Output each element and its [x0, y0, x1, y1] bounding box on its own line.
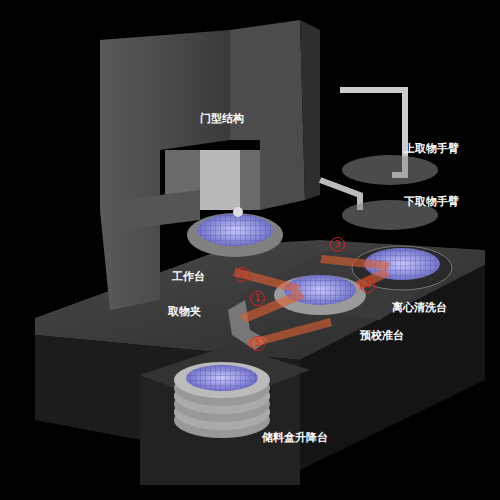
part-label: 储料盒升降台 — [262, 431, 328, 444]
part-label: 上取物手臂 — [404, 142, 459, 155]
gantry-light — [200, 150, 240, 210]
part-label: 取物夹 — [168, 305, 201, 318]
prealign-table — [274, 275, 366, 315]
part-label: 下取物手臂 — [404, 195, 459, 208]
spindle — [233, 207, 243, 217]
wafer — [197, 214, 273, 246]
storage-stack — [174, 362, 270, 438]
callout-number: 2 — [235, 267, 250, 282]
work-table — [187, 213, 283, 257]
part-label: 预校准台 — [360, 329, 404, 342]
gantry-side — [300, 20, 320, 200]
callout-number: 1 — [250, 291, 265, 306]
callout-number: 5 — [250, 336, 265, 351]
callout-number: 3 — [330, 237, 345, 252]
storage-top — [140, 345, 310, 405]
part-label: 工作台 — [172, 270, 205, 283]
callout-number: 4 — [360, 278, 375, 293]
part-label: 门型结构 — [200, 112, 244, 125]
part-label: 离心清洗台 — [392, 301, 447, 314]
gantry-beam — [120, 190, 200, 230]
wafer-grid — [197, 214, 273, 246]
upper-disc — [342, 155, 438, 185]
